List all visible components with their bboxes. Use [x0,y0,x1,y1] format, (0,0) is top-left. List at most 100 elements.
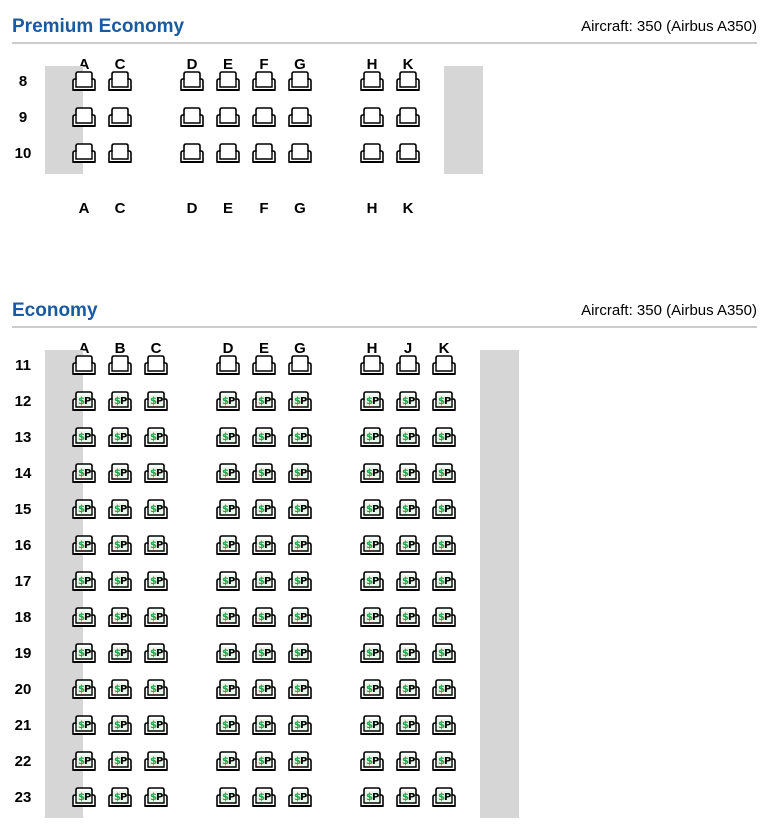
seat-22k[interactable]: $P [430,750,458,774]
seat-14k[interactable]: $P [430,462,458,486]
seat-15e[interactable]: $P [250,498,278,522]
seat-10h[interactable] [358,142,386,166]
seat-18j[interactable]: $P [394,606,422,630]
seat-9f[interactable] [250,106,278,130]
seat-18h[interactable]: $P [358,606,386,630]
seat-17e[interactable]: $P [250,570,278,594]
seat-17h[interactable]: $P [358,570,386,594]
seat-20d[interactable]: $P [214,678,242,702]
seat-12j[interactable]: $P [394,390,422,414]
seat-22a[interactable]: $P [70,750,98,774]
seat-20c[interactable]: $P [142,678,170,702]
seat-8e[interactable] [214,70,242,94]
seat-22b[interactable]: $P [106,750,134,774]
seat-15j[interactable]: $P [394,498,422,522]
seat-21c[interactable]: $P [142,714,170,738]
seat-10f[interactable] [250,142,278,166]
seat-8a[interactable] [70,70,98,94]
seat-17d[interactable]: $P [214,570,242,594]
seat-19c[interactable]: $P [142,642,170,666]
seat-15c[interactable]: $P [142,498,170,522]
seat-19e[interactable]: $P [250,642,278,666]
seat-23g[interactable]: $P [286,786,314,810]
seat-10g[interactable] [286,142,314,166]
seat-13h[interactable]: $P [358,426,386,450]
seat-18k[interactable]: $P [430,606,458,630]
seat-19d[interactable]: $P [214,642,242,666]
seat-11j[interactable] [394,354,422,378]
seat-14g[interactable]: $P [286,462,314,486]
seat-18c[interactable]: $P [142,606,170,630]
seat-19k[interactable]: $P [430,642,458,666]
seat-11c[interactable] [142,354,170,378]
seat-16j[interactable]: $P [394,534,422,558]
seat-18a[interactable]: $P [70,606,98,630]
seat-9c[interactable] [106,106,134,130]
seat-10e[interactable] [214,142,242,166]
seat-17k[interactable]: $P [430,570,458,594]
seat-17g[interactable]: $P [286,570,314,594]
seat-23b[interactable]: $P [106,786,134,810]
seat-11k[interactable] [430,354,458,378]
seat-16e[interactable]: $P [250,534,278,558]
seat-19a[interactable]: $P [70,642,98,666]
seat-8f[interactable] [250,70,278,94]
seat-16d[interactable]: $P [214,534,242,558]
seat-9g[interactable] [286,106,314,130]
seat-10c[interactable] [106,142,134,166]
seat-20k[interactable]: $P [430,678,458,702]
seat-22e[interactable]: $P [250,750,278,774]
seat-20e[interactable]: $P [250,678,278,702]
seat-20h[interactable]: $P [358,678,386,702]
seat-20g[interactable]: $P [286,678,314,702]
seat-9e[interactable] [214,106,242,130]
seat-15h[interactable]: $P [358,498,386,522]
seat-19h[interactable]: $P [358,642,386,666]
seat-13g[interactable]: $P [286,426,314,450]
seat-8d[interactable] [178,70,206,94]
seat-19g[interactable]: $P [286,642,314,666]
seat-15k[interactable]: $P [430,498,458,522]
seat-9d[interactable] [178,106,206,130]
seat-22d[interactable]: $P [214,750,242,774]
seat-18g[interactable]: $P [286,606,314,630]
seat-11b[interactable] [106,354,134,378]
seat-8g[interactable] [286,70,314,94]
seat-23k[interactable]: $P [430,786,458,810]
seat-12h[interactable]: $P [358,390,386,414]
seat-18e[interactable]: $P [250,606,278,630]
seat-16g[interactable]: $P [286,534,314,558]
seat-23c[interactable]: $P [142,786,170,810]
seat-21k[interactable]: $P [430,714,458,738]
seat-13k[interactable]: $P [430,426,458,450]
seat-16a[interactable]: $P [70,534,98,558]
seat-17c[interactable]: $P [142,570,170,594]
seat-12g[interactable]: $P [286,390,314,414]
seat-19j[interactable]: $P [394,642,422,666]
seat-16c[interactable]: $P [142,534,170,558]
seat-15a[interactable]: $P [70,498,98,522]
seat-13e[interactable]: $P [250,426,278,450]
seat-23h[interactable]: $P [358,786,386,810]
seat-20a[interactable]: $P [70,678,98,702]
seat-13b[interactable]: $P [106,426,134,450]
seat-17j[interactable]: $P [394,570,422,594]
seat-9h[interactable] [358,106,386,130]
seat-21h[interactable]: $P [358,714,386,738]
seat-13c[interactable]: $P [142,426,170,450]
seat-16b[interactable]: $P [106,534,134,558]
seat-19b[interactable]: $P [106,642,134,666]
seat-11a[interactable] [70,354,98,378]
seat-14d[interactable]: $P [214,462,242,486]
seat-11d[interactable] [214,354,242,378]
seat-23e[interactable]: $P [250,786,278,810]
seat-8h[interactable] [358,70,386,94]
seat-21e[interactable]: $P [250,714,278,738]
seat-20b[interactable]: $P [106,678,134,702]
seat-17a[interactable]: $P [70,570,98,594]
seat-21b[interactable]: $P [106,714,134,738]
seat-12b[interactable]: $P [106,390,134,414]
seat-23j[interactable]: $P [394,786,422,810]
seat-15b[interactable]: $P [106,498,134,522]
seat-17b[interactable]: $P [106,570,134,594]
